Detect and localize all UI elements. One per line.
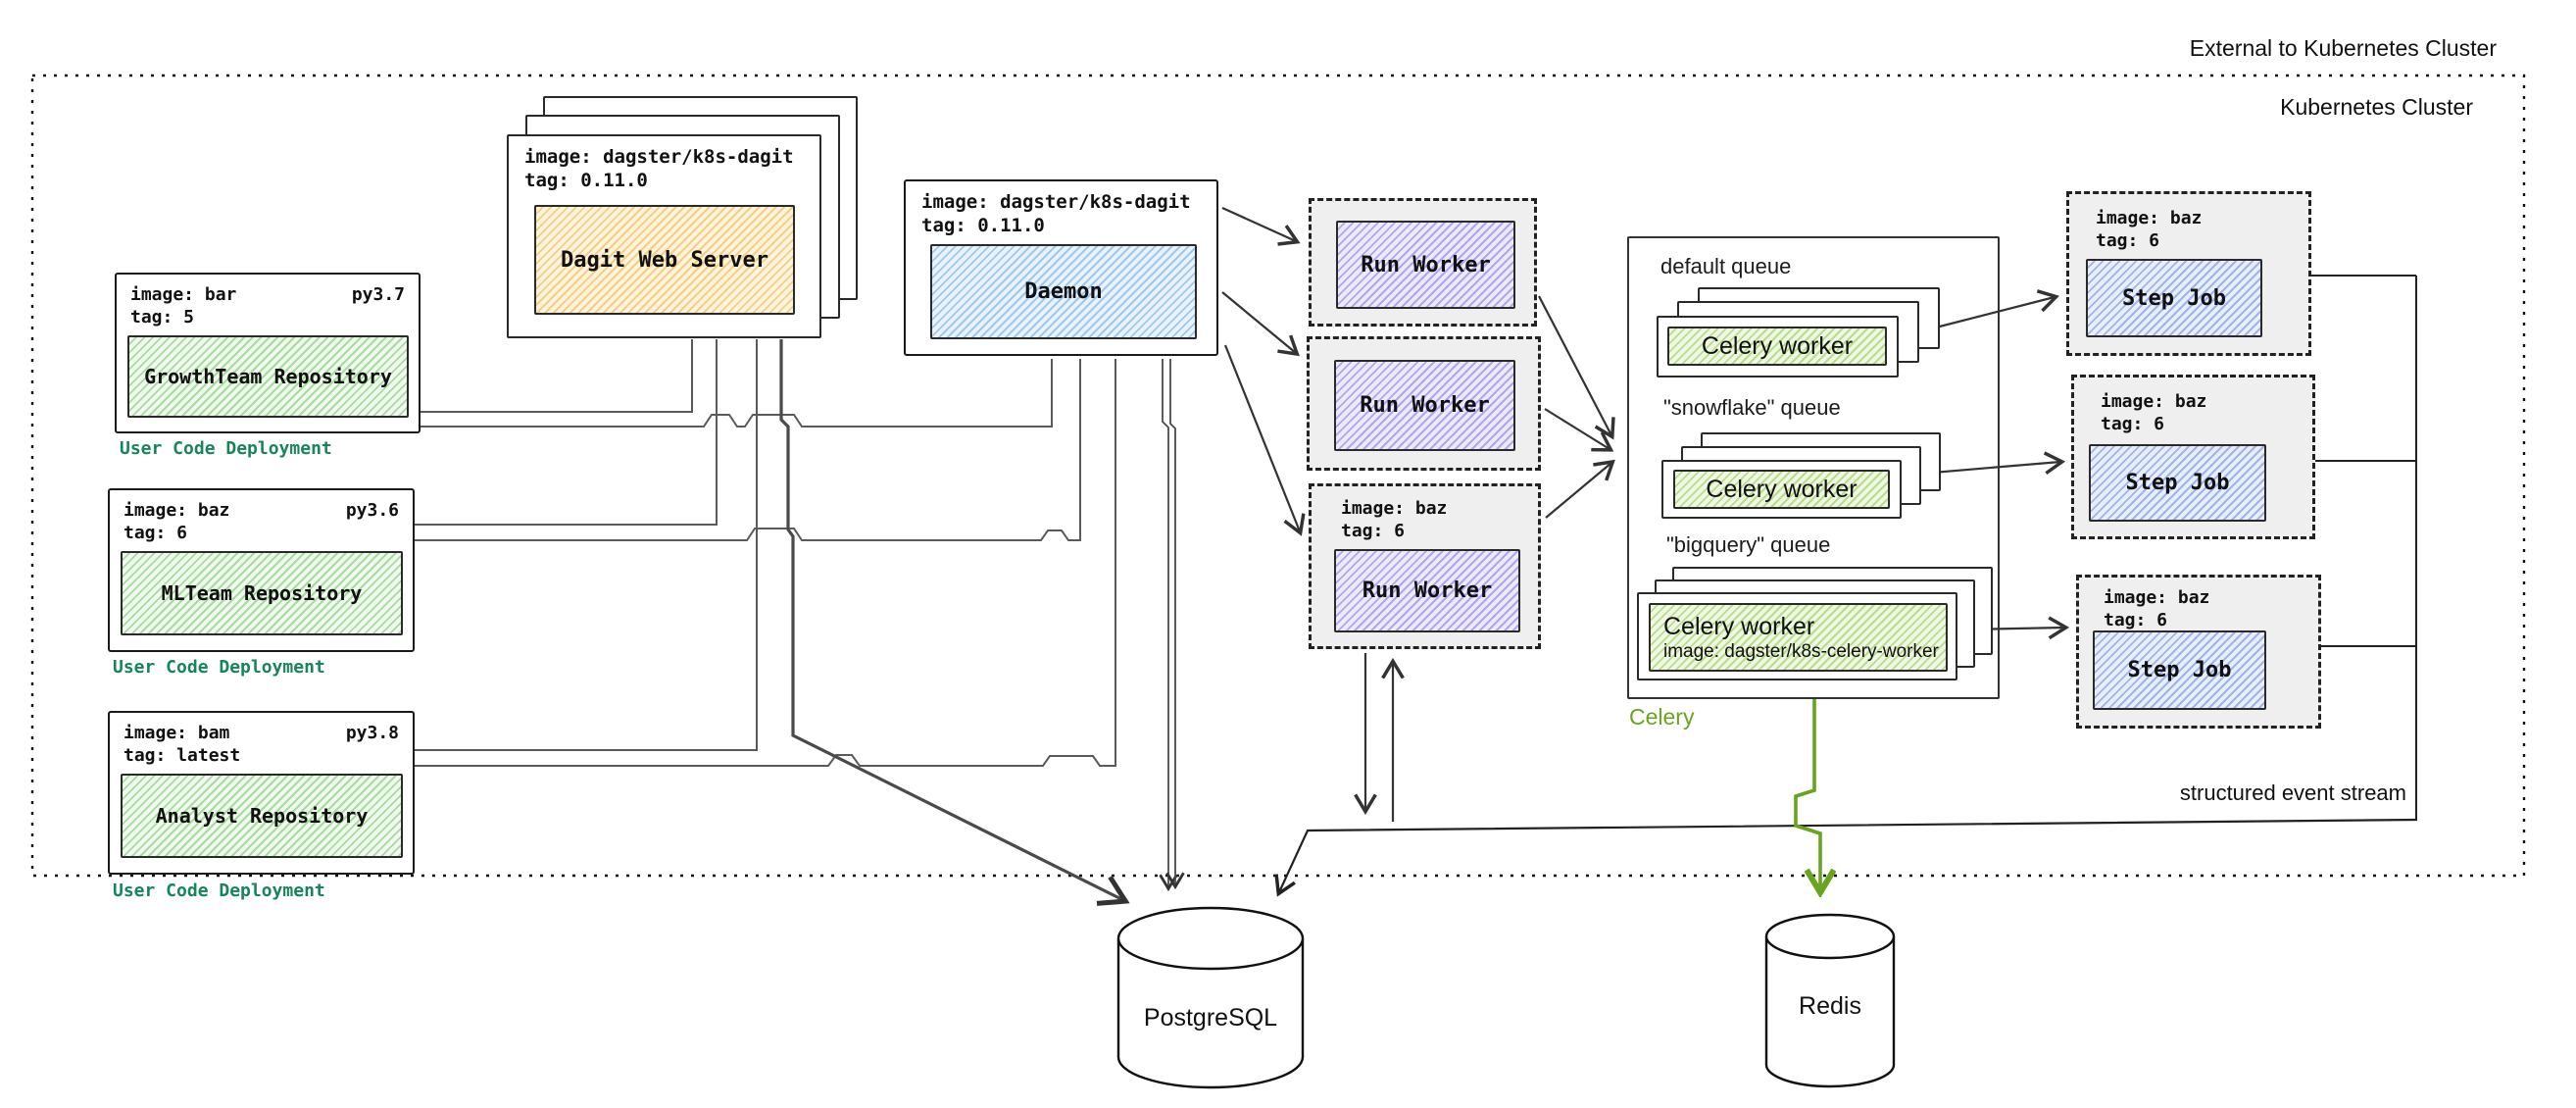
redis-cylinder bbox=[1764, 913, 1896, 1088]
image-label: image: dagster/k8s-dagit bbox=[524, 146, 794, 168]
postgres-label: PostgreSQL bbox=[1143, 1004, 1278, 1032]
grpc-wiring bbox=[415, 339, 1116, 767]
celery-worker-image-label: image: dagster/k8s-celery-worker bbox=[1663, 640, 1939, 662]
redis-label: Redis bbox=[1799, 992, 1861, 1020]
kubernetes-cluster-boundary bbox=[30, 74, 2526, 878]
user-code-deployment-card-growthteam: image: bar py3.7 tag: 5 GrowthTeam Repos… bbox=[115, 273, 421, 433]
dagit-label: Dagit Web Server bbox=[561, 247, 768, 273]
celery-worker-stack-default: Celery worker bbox=[1657, 287, 1941, 378]
daemon-postgres-line-2 bbox=[1165, 359, 1185, 890]
daemon-postgres-line-1 bbox=[1159, 359, 1178, 892]
tag-label: tag: 6 bbox=[1341, 521, 1406, 541]
step-job-pod-1: image: baz tag: 6 Step Job bbox=[2066, 191, 2311, 356]
tag-label: tag: 6 bbox=[2104, 610, 2168, 630]
tag-label: tag: 6 bbox=[2096, 230, 2160, 251]
step-job-label: Step Job bbox=[2125, 471, 2230, 495]
step-job-pod-3: image: baz tag: 6 Step Job bbox=[2076, 575, 2321, 729]
user-code-deployment-caption: User Code Deployment bbox=[120, 438, 332, 459]
python-version-label: py3.6 bbox=[345, 500, 399, 521]
image-label: image: baz bbox=[2096, 208, 2203, 228]
celery-worker-stack-snowflake: Celery worker bbox=[1661, 432, 1943, 519]
postgres-cylinder bbox=[1116, 906, 1305, 1089]
image-label: image: baz bbox=[2104, 587, 2210, 608]
celery-container: default queue Celery worker "snowflake" … bbox=[1627, 236, 2000, 699]
image-label: image: baz bbox=[1341, 498, 1448, 519]
python-version-label: py3.7 bbox=[351, 284, 405, 305]
celery-worker-label: Celery worker bbox=[1663, 612, 1815, 640]
daemon-card: image: dagster/k8s-dagit tag: 0.11.0 Dae… bbox=[904, 179, 1218, 356]
tag-label: tag: latest bbox=[124, 745, 241, 766]
run-worker-label: Run Worker bbox=[1361, 252, 1491, 277]
daemon-label: Daemon bbox=[1024, 279, 1103, 304]
dagit-postgres-line bbox=[779, 339, 1130, 906]
runworker-celery-arrows bbox=[1538, 295, 1615, 519]
step-job-label: Step Job bbox=[2127, 658, 2232, 682]
run-worker-label: Run Worker bbox=[1362, 579, 1493, 603]
run-worker-pod-1: Run Worker bbox=[1309, 198, 1537, 327]
tag-label: tag: 6 bbox=[124, 523, 188, 543]
celery-worker-stack-bigquery: Celery worker image: dagster/k8s-celery-… bbox=[1637, 567, 1995, 682]
user-code-deployment-card-analyst: image: bam py3.8 tag: latest Analyst Rep… bbox=[108, 711, 415, 875]
event-stream-rail bbox=[2311, 275, 2417, 820]
user-code-deployment-caption: User Code Deployment bbox=[113, 657, 325, 678]
user-code-deployment-caption: User Code Deployment bbox=[113, 881, 325, 901]
daemon-runworker-arrows bbox=[1221, 206, 1306, 536]
repository-label: GrowthTeam Repository bbox=[144, 365, 392, 388]
celery-worker-label: Celery worker bbox=[1701, 331, 1854, 360]
tag-label: tag: 0.11.0 bbox=[921, 215, 1045, 236]
dagit-stack: image: dagster/k8s-dagit tag: 0.11.0 Dag… bbox=[507, 96, 860, 341]
celery-redis-line bbox=[1794, 699, 1820, 890]
python-version-label: py3.8 bbox=[345, 723, 399, 743]
celery-caption: Celery bbox=[1629, 704, 1695, 730]
external-cluster-label: External to Kubernetes Cluster bbox=[2189, 35, 2497, 61]
queue-label-default: default queue bbox=[1660, 254, 1792, 278]
step-job-label: Step Job bbox=[2122, 285, 2226, 311]
run-worker-label: Run Worker bbox=[1360, 393, 1490, 418]
repository-label: MLTeam Repository bbox=[161, 581, 363, 605]
image-label: image: baz bbox=[2101, 391, 2207, 412]
image-label: image: baz bbox=[124, 500, 230, 521]
user-code-deployment-card-mlteam: image: baz py3.6 tag: 6 MLTeam Repositor… bbox=[108, 488, 415, 652]
repository-label: Analyst Repository bbox=[155, 804, 369, 828]
image-label: image: dagster/k8s-dagit bbox=[921, 191, 1191, 213]
step-job-pod-2: image: baz tag: 6 Step Job bbox=[2071, 375, 2315, 539]
event-stream-label: structured event stream bbox=[2179, 781, 2406, 805]
event-stream-to-postgres bbox=[1274, 818, 2418, 897]
tag-label: tag: 6 bbox=[2101, 414, 2165, 434]
image-label: image: bam bbox=[124, 723, 230, 743]
tag-label: tag: 0.11.0 bbox=[524, 170, 648, 191]
tag-label: tag: 5 bbox=[130, 307, 195, 327]
run-worker-pod-2: Run Worker bbox=[1307, 336, 1541, 471]
image-label: image: bar bbox=[130, 284, 237, 305]
queue-label-snowflake: "snowflake" queue bbox=[1663, 395, 1841, 420]
run-worker-pod-3: image: baz tag: 6 Run Worker bbox=[1309, 483, 1541, 649]
kubernetes-cluster-label: Kubernetes Cluster bbox=[2280, 94, 2473, 120]
queue-label-bigquery: "bigquery" queue bbox=[1666, 532, 1831, 557]
celery-worker-label: Celery worker bbox=[1706, 475, 1858, 503]
